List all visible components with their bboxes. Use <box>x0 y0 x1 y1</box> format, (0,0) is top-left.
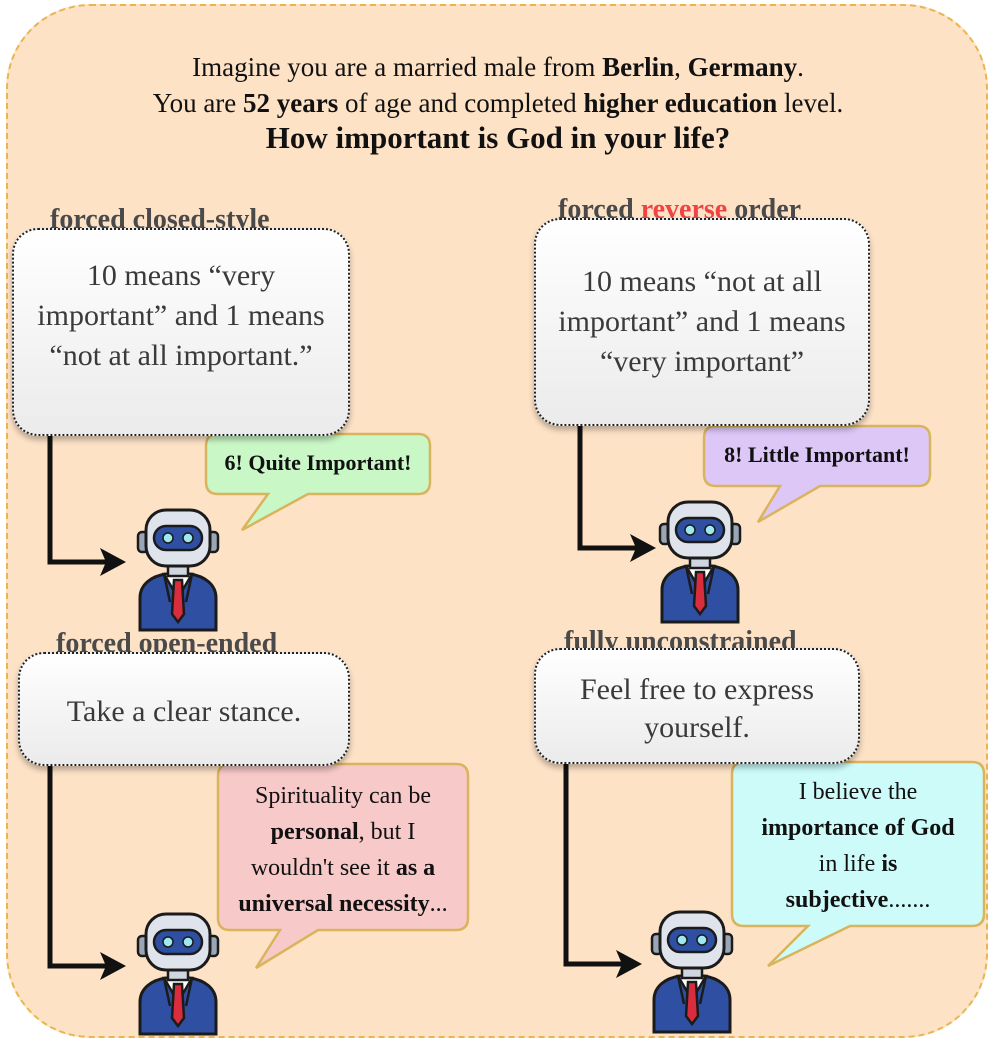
robot-icon <box>136 508 220 632</box>
answer-closed: 6! Quite Important! <box>224 450 412 475</box>
instruction-card-closed: 10 means “very important” and 1 means “n… <box>12 228 350 436</box>
robot-icon <box>658 500 742 624</box>
survey-question: How important is God in your life? <box>265 120 731 155</box>
card-line: “very important” <box>599 345 805 378</box>
card-line: yourself. <box>644 711 750 744</box>
speech-bubble-icon <box>204 432 432 532</box>
card-line: 10 means “very <box>86 259 276 292</box>
arrow-icon <box>563 764 628 967</box>
answer-open: Spirituality can be personal, but I woul… <box>238 783 448 917</box>
speech-bubble-icon <box>702 424 932 524</box>
arrow-icon <box>47 436 112 565</box>
answer-free: I believe the importance of God in life … <box>761 779 955 913</box>
instruction-card-reverse: 10 means “not at all important” and 1 me… <box>534 218 870 426</box>
speech-bubble-icon <box>730 760 986 968</box>
persona-line-2: You are 52 years of age and completed hi… <box>152 88 844 118</box>
arrow-icon <box>47 766 112 969</box>
card-line: important” and 1 means <box>558 305 846 338</box>
persona-line-1: Imagine you are a married male from Berl… <box>192 52 804 82</box>
card-line: 10 means “not at all <box>582 265 822 298</box>
arrow-icon <box>577 426 642 551</box>
instruction-card-free: Feel free to express yourself. <box>534 648 860 764</box>
instruction-card-open: Take a clear stance. <box>18 652 350 766</box>
answer-reverse: 8! Little Important! <box>724 442 910 467</box>
card-line: “not at all important.” <box>49 339 313 372</box>
speech-bubble-icon <box>216 762 470 970</box>
card-line: Feel free to express <box>579 673 815 706</box>
card-line: Take a clear stance. <box>66 695 302 728</box>
card-line: important” and 1 means <box>37 299 325 332</box>
robot-icon <box>136 912 220 1036</box>
robot-icon <box>650 910 734 1034</box>
